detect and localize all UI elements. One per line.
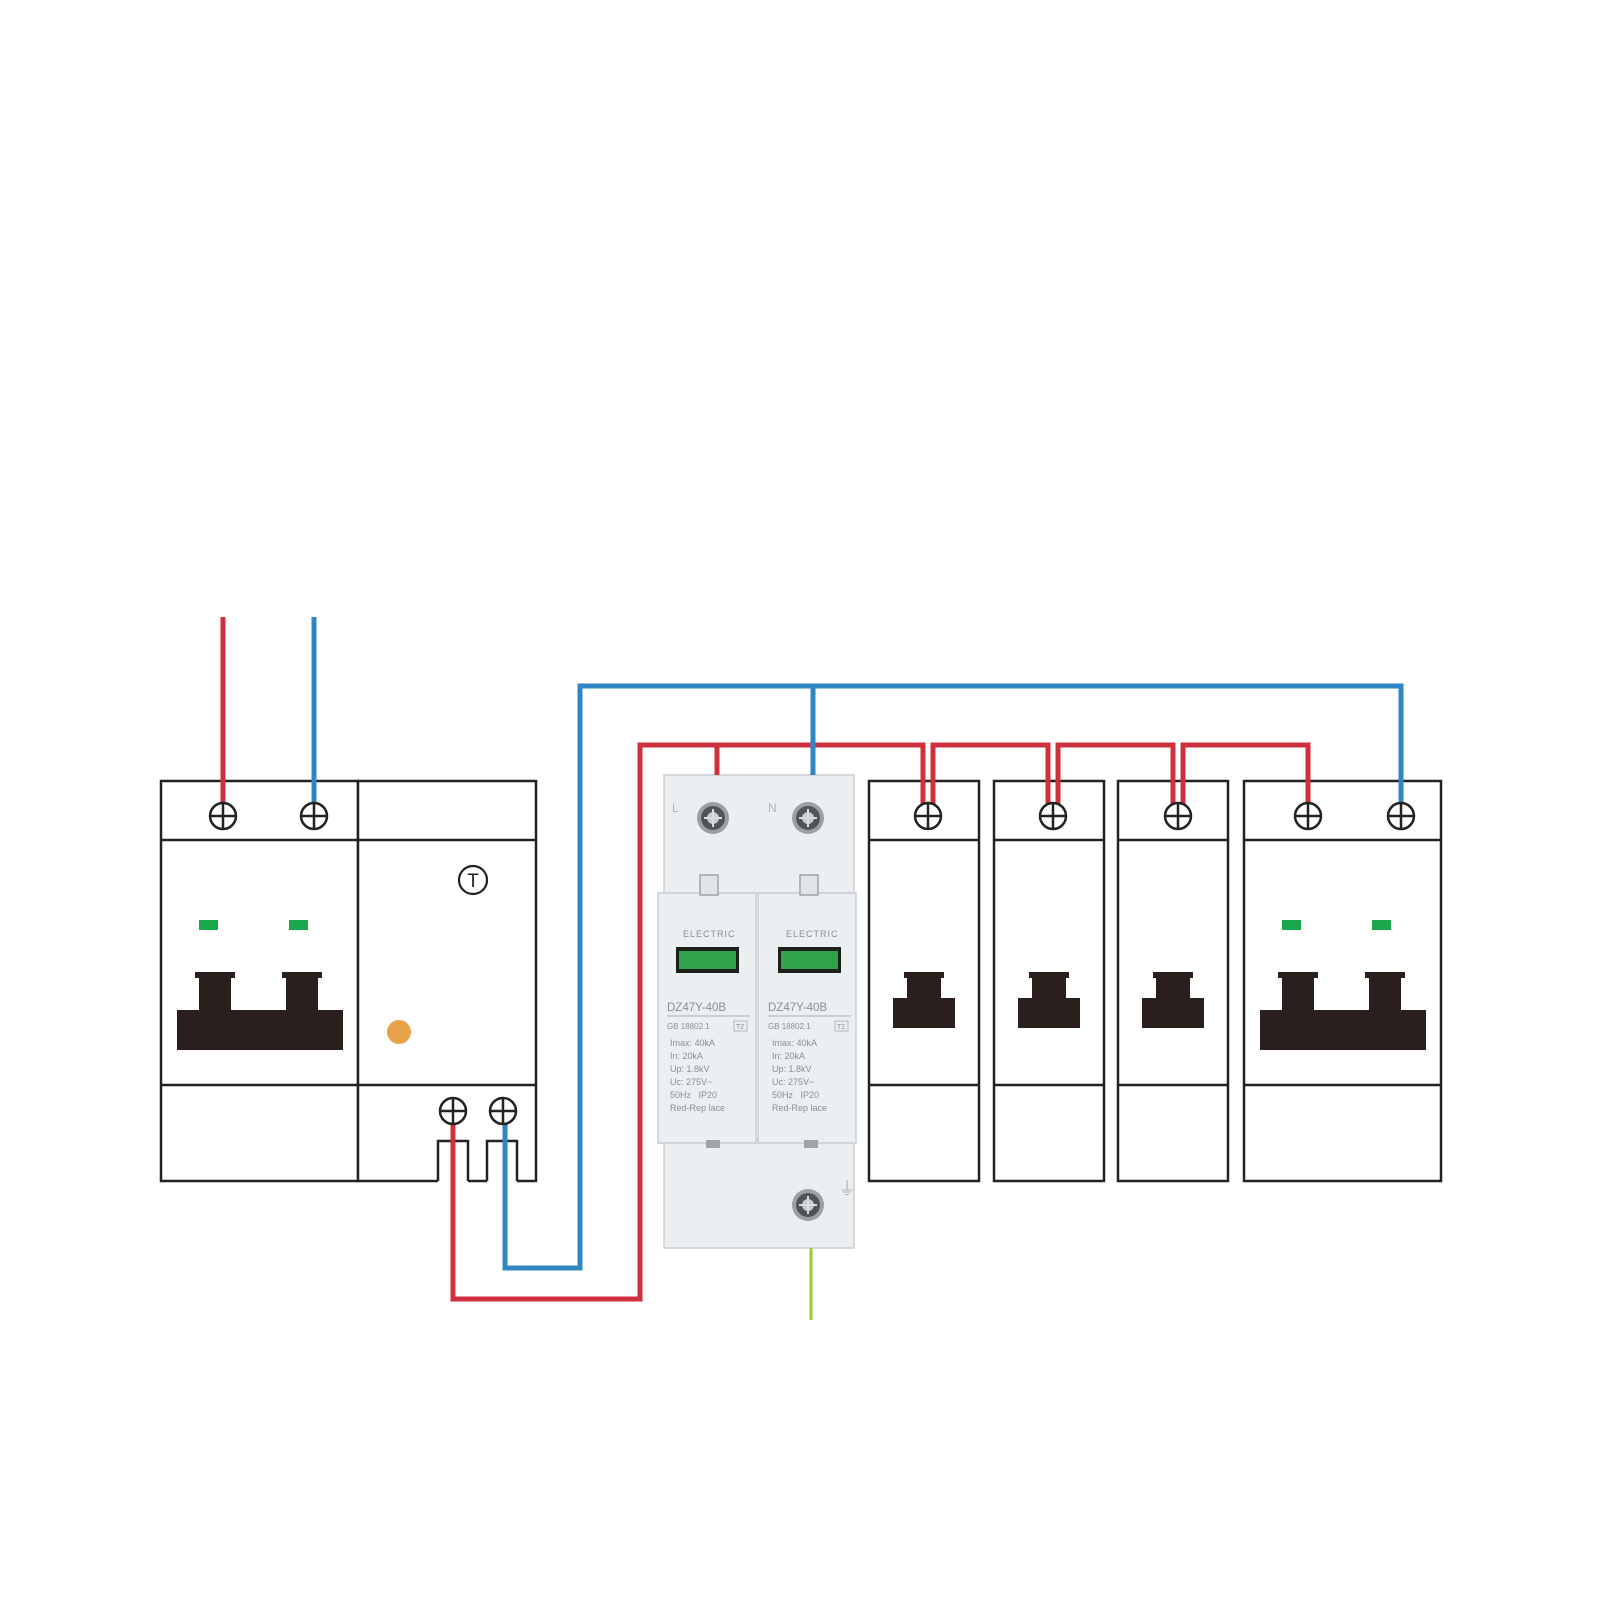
breaker-handle[interactable] — [893, 972, 955, 1028]
terminal-screw[interactable] — [1163, 801, 1193, 831]
terminal-screw[interactable] — [1386, 801, 1416, 831]
terminal-screw[interactable] — [1293, 801, 1323, 831]
spd-brand: ELECTRIC — [786, 929, 839, 939]
breaker-handle[interactable] — [177, 972, 343, 1050]
branch-breaker-2pole — [1242, 779, 1443, 1183]
spd-pole-2: ELECTRIC DZ47Y-40B GB 18802.1 T2 Imax: 4… — [768, 929, 851, 1113]
spd-spec: 50Hz IP20 — [772, 1090, 819, 1100]
spd-spec: Up: 1.8kV — [670, 1064, 710, 1074]
terminal-screw[interactable] — [1038, 801, 1068, 831]
rcd-live-output-wire — [450, 742, 926, 1302]
live-bus-loop-1 — [930, 742, 1051, 818]
spd-terminal-n-label: N — [768, 801, 777, 815]
spd-standard: GB 18802.1 — [768, 1022, 811, 1031]
status-indicator-right — [1372, 920, 1391, 930]
spd-class-mark: T2 — [837, 1024, 845, 1031]
spd-spec: In: 20kA — [772, 1051, 805, 1061]
spd-spec: In: 20kA — [670, 1051, 703, 1061]
breaker-handle[interactable] — [1018, 972, 1080, 1028]
spd-spec: Red-Rep lace — [772, 1103, 827, 1113]
breaker-handle[interactable] — [1142, 972, 1204, 1028]
breaker-handle[interactable] — [1260, 972, 1426, 1050]
rcd-test-label: T — [467, 871, 479, 892]
test-indicator-dot — [387, 1020, 411, 1044]
spd-spec: Uc: 275V~ — [670, 1077, 712, 1087]
status-indicator-left — [199, 920, 218, 930]
status-indicator-left — [1282, 920, 1301, 930]
spd-standard: GB 18802.1 — [667, 1022, 710, 1031]
spd-class-mark: T2 — [736, 1024, 744, 1031]
spd-earth-screw[interactable] — [791, 1188, 825, 1222]
spd-model: DZ47Y-40B — [667, 1002, 726, 1014]
rcd-test-button[interactable]: T — [457, 864, 489, 896]
spd-brand: ELECTRIC — [683, 929, 736, 939]
live-bus-loop-2 — [1055, 742, 1176, 818]
spd-spec: Red-Rep lace — [670, 1103, 725, 1113]
wiring — [220, 617, 1404, 1320]
main-breaker — [159, 779, 360, 1183]
branch-breaker-2 — [992, 779, 1106, 1183]
spd-spec: Imax: 40kA — [670, 1038, 715, 1048]
surge-protector: L N ⏚ ELECTRIC DZ47Y-40B GB 18802.1 T2 I… — [657, 774, 857, 1249]
spd-model: DZ47Y-40B — [768, 1002, 827, 1014]
terminal-screw[interactable] — [488, 1096, 518, 1126]
spd-pole-1: ELECTRIC DZ47Y-40B GB 18802.1 T2 Imax: 4… — [667, 929, 750, 1113]
terminal-screw[interactable] — [208, 801, 238, 831]
branch-breaker-3 — [1116, 779, 1230, 1183]
terminal-screw[interactable] — [913, 801, 943, 831]
spd-spec: Up: 1.8kV — [772, 1064, 812, 1074]
rcd-neutral-output-wire — [502, 683, 1404, 1271]
status-indicator-right — [289, 920, 308, 930]
spd-terminal-n-screw[interactable] — [791, 801, 825, 835]
live-bus-loop-3 — [1180, 742, 1311, 818]
spd-earth-icon: ⏚ — [838, 1179, 856, 1200]
spd-terminal-l-label: L — [672, 801, 679, 815]
branch-breaker-1 — [867, 779, 981, 1183]
terminal-screw[interactable] — [299, 801, 329, 831]
spd-spec: 50Hz IP20 — [670, 1090, 717, 1100]
spd-spec: Uc: 275V~ — [772, 1077, 814, 1087]
terminal-screw[interactable] — [438, 1096, 468, 1126]
spd-terminal-l-screw[interactable] — [696, 801, 730, 835]
spd-spec: Imax: 40kA — [772, 1038, 817, 1048]
